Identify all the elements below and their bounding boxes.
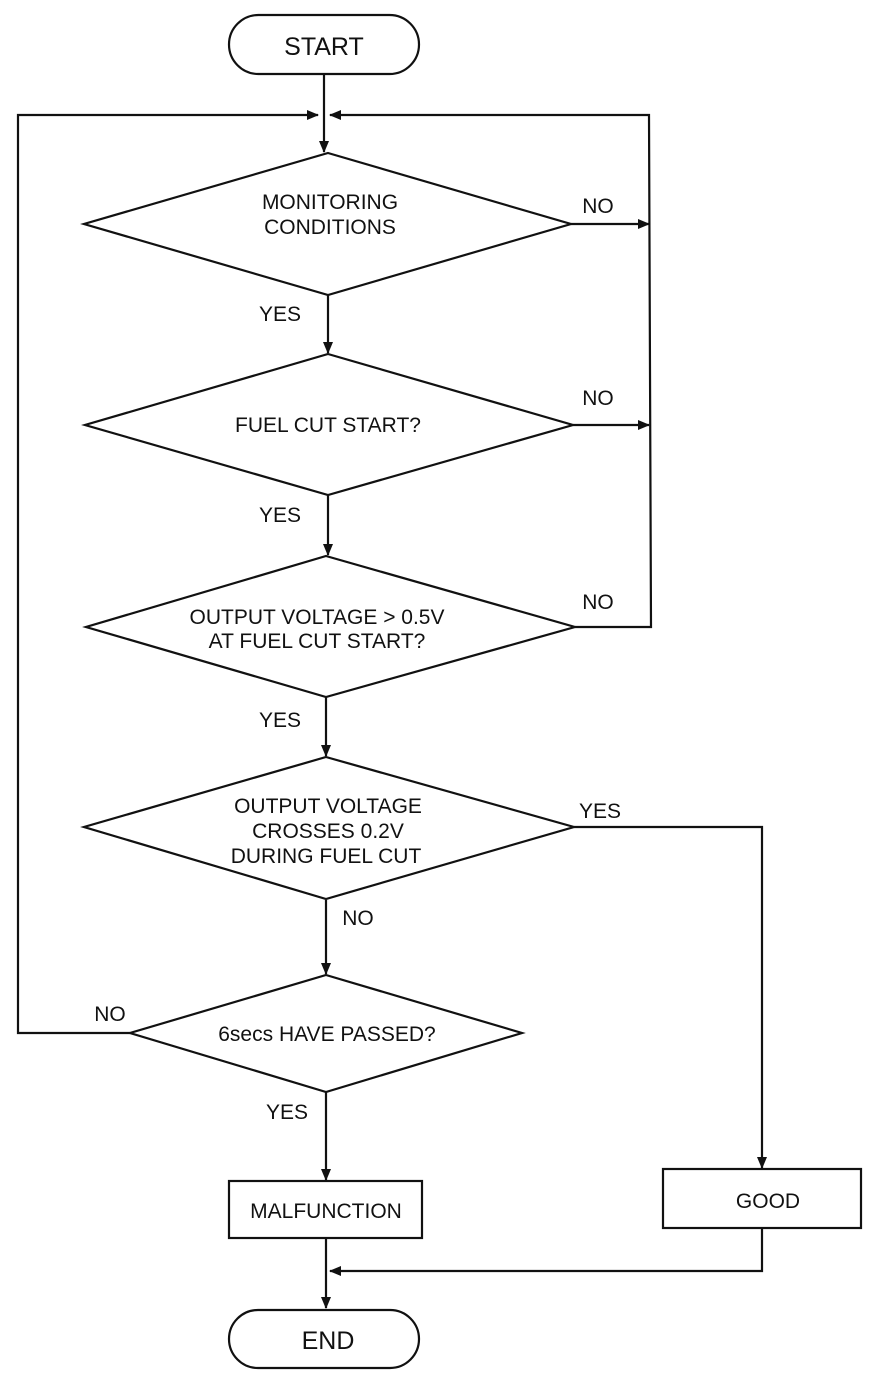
edge-label-six-secs-yes: YES <box>266 1101 308 1124</box>
edge-label-voltage-crosses-no: NO <box>342 907 374 930</box>
decision-monitoring-conditions: MONITORING CONDITIONS <box>80 151 575 297</box>
process-malfunction: MALFUNCTION <box>227 1179 424 1240</box>
edge-label-monitoring-no: NO <box>582 195 614 218</box>
process-good: GOOD <box>661 1167 863 1230</box>
edge-label-fuel-cut-no: NO <box>582 387 614 410</box>
decision-voltage-crosses: OUTPUT VOLTAGE CROSSES 0.2V DURING FUEL … <box>80 755 578 901</box>
connector-voltage-crosses-yes <box>574 825 767 1169</box>
connector-six-secs-no <box>16 110 319 1035</box>
decision-voltage-at-start-line-2: AT FUEL CUT START? <box>209 630 426 653</box>
edge-label-voltage-at-start-no: NO <box>582 591 614 614</box>
decision-monitoring-line-1: MONITORING <box>262 191 398 214</box>
connector-good-to-end <box>329 1228 764 1276</box>
connector-voltage-at-start-no <box>329 110 653 629</box>
edge-labels: NO YES NO YES NO YES YES NO NO YES <box>94 195 621 1124</box>
good-label: GOOD <box>736 1190 800 1213</box>
decision-fuel-cut-line-1: FUEL CUT START? <box>235 414 421 437</box>
edge-label-voltage-at-start-yes: YES <box>259 709 301 732</box>
edge-label-voltage-crosses-yes: YES <box>579 800 621 823</box>
decision-voltage-crosses-line-1: OUTPUT VOLTAGE <box>234 795 422 818</box>
malfunction-label: MALFUNCTION <box>250 1200 402 1223</box>
start-terminal: START <box>227 13 421 76</box>
decision-six-secs: 6secs HAVE PASSED? <box>126 973 526 1094</box>
decision-voltage-crosses-line-3: DURING FUEL CUT <box>231 845 422 868</box>
edge-label-six-secs-no: NO <box>94 1003 126 1026</box>
start-label: START <box>284 33 364 61</box>
end-label: END <box>302 1327 355 1355</box>
edge-label-fuel-cut-yes: YES <box>259 504 301 527</box>
end-terminal: END <box>227 1308 421 1370</box>
decision-voltage-at-start: OUTPUT VOLTAGE > 0.5V AT FUEL CUT START? <box>82 554 580 699</box>
decision-fuel-cut-start: FUEL CUT START? <box>81 352 577 497</box>
decision-voltage-crosses-line-2: CROSSES 0.2V <box>252 820 404 843</box>
edge-label-monitoring-yes: YES <box>259 303 301 326</box>
decision-monitoring-line-2: CONDITIONS <box>264 216 396 239</box>
decision-six-secs-line-1: 6secs HAVE PASSED? <box>218 1023 435 1046</box>
decision-voltage-at-start-line-1: OUTPUT VOLTAGE > 0.5V <box>190 606 445 629</box>
connectors <box>16 74 767 1309</box>
